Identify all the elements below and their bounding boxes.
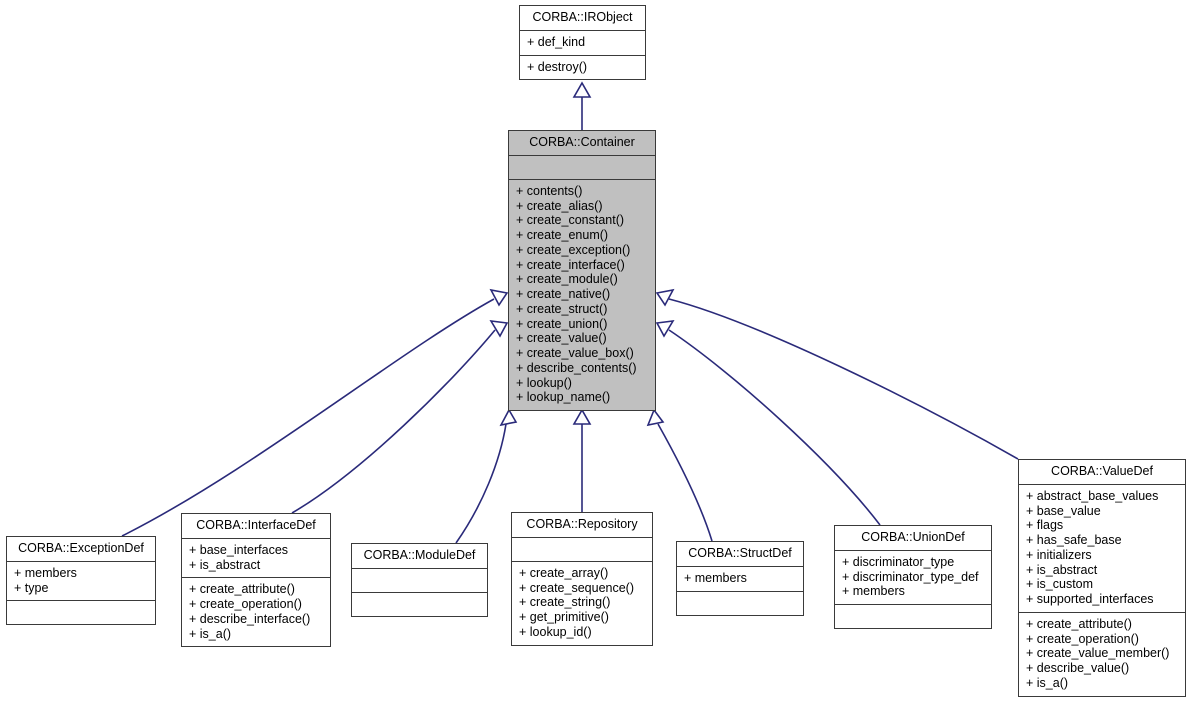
operation-row: + describe_contents() bbox=[516, 360, 637, 375]
operation-row: + create_value_member() bbox=[1026, 646, 1170, 661]
generalization-arrow-irobject bbox=[572, 81, 592, 98]
operation-row: + lookup_id() bbox=[519, 624, 592, 639]
operations-compartment-repository: + create_array() + create_sequence() + c… bbox=[512, 562, 652, 645]
attributes-compartment-moduledef bbox=[352, 569, 487, 593]
operations-compartment-exceptiondef bbox=[7, 601, 155, 624]
operation-row: + create_constant() bbox=[516, 213, 625, 228]
operation-row: + create_attribute() bbox=[189, 582, 295, 597]
generalization-arrow-interfacedef bbox=[489, 320, 509, 338]
generalization-arrow-structdef bbox=[646, 408, 665, 427]
operation-row: + contents() bbox=[516, 183, 583, 198]
attribute-row: + type bbox=[14, 580, 49, 595]
operation-row: + create_struct() bbox=[516, 301, 608, 316]
generalization-arrow-moduledef bbox=[499, 408, 518, 427]
class-box-uniondef[interactable]: CORBA::UnionDef + discriminator_type + d… bbox=[834, 525, 992, 629]
class-title-container: CORBA::Container bbox=[509, 131, 655, 156]
edge-structdef-to-container bbox=[657, 423, 713, 542]
class-box-irobject[interactable]: CORBA::IRObject + def_kind + destroy() bbox=[519, 5, 646, 81]
attributes-compartment-uniondef: + discriminator_type + discriminator_typ… bbox=[835, 551, 991, 605]
operations-compartment-valuedef: + create_attribute() + create_operation(… bbox=[1019, 613, 1185, 696]
operation-row: + lookup_name() bbox=[516, 390, 611, 405]
attributes-compartment-valuedef: + abstract_base_values + base_value + fl… bbox=[1019, 485, 1185, 613]
operation-row: + create_native() bbox=[516, 287, 611, 301]
edge-interfacedef-to-container bbox=[291, 329, 496, 514]
generalization-arrow-uniondef bbox=[655, 320, 675, 338]
attributes-compartment-container bbox=[509, 156, 655, 180]
operation-row: + destroy() bbox=[527, 59, 588, 74]
operation-row: + create_interface() bbox=[516, 257, 625, 272]
class-title-valuedef: CORBA::ValueDef bbox=[1019, 460, 1185, 485]
attribute-row: + base_interfaces bbox=[189, 542, 289, 557]
attribute-row: + supported_interfaces bbox=[1026, 592, 1154, 606]
class-box-structdef[interactable]: CORBA::StructDef + members bbox=[676, 541, 804, 616]
operation-row: + create_attribute() bbox=[1026, 616, 1132, 631]
operation-row: + is_a() bbox=[189, 626, 232, 641]
class-box-valuedef[interactable]: CORBA::ValueDef + abstract_base_values +… bbox=[1018, 459, 1186, 697]
attribute-row: + is_abstract bbox=[189, 557, 261, 572]
generalization-arrow-exceptiondef bbox=[489, 288, 509, 307]
attribute-row: + flags bbox=[1026, 518, 1064, 533]
attribute-row: + has_safe_base bbox=[1026, 533, 1122, 547]
edge-moduledef-to-container bbox=[455, 423, 507, 544]
attribute-row: + members bbox=[684, 570, 747, 585]
attribute-row: + is_abstract bbox=[1026, 562, 1098, 577]
operation-row: + describe_interface() bbox=[189, 611, 311, 626]
class-title-irobject: CORBA::IRObject bbox=[520, 6, 645, 31]
attribute-row: + discriminator_type bbox=[842, 554, 955, 569]
operations-compartment-uniondef bbox=[835, 605, 991, 628]
operation-row: + describe_value() bbox=[1026, 661, 1130, 675]
attributes-compartment-structdef: + members bbox=[677, 567, 803, 592]
operation-row: + create_union() bbox=[516, 316, 608, 331]
operation-row: + create_string() bbox=[519, 595, 611, 610]
operations-compartment-irobject: + destroy() bbox=[520, 56, 645, 80]
attributes-compartment-irobject: + def_kind bbox=[520, 31, 645, 56]
class-title-interfacedef: CORBA::InterfaceDef bbox=[182, 514, 330, 539]
operation-row: + create_enum() bbox=[516, 228, 609, 242]
class-title-exceptiondef: CORBA::ExceptionDef bbox=[7, 537, 155, 562]
operation-row: + is_a() bbox=[1026, 675, 1069, 690]
attribute-row: + members bbox=[14, 565, 77, 580]
operation-row: + create_alias() bbox=[516, 198, 603, 213]
operation-row: + create_value() bbox=[516, 331, 607, 346]
edge-uniondef-to-container bbox=[668, 329, 881, 526]
class-box-interfacedef[interactable]: CORBA::InterfaceDef + base_interfaces + … bbox=[181, 513, 331, 648]
class-title-moduledef: CORBA::ModuleDef bbox=[352, 544, 487, 569]
operations-compartment-structdef bbox=[677, 592, 803, 615]
edge-exceptiondef-to-container bbox=[121, 298, 495, 537]
operation-row: + create_array() bbox=[519, 565, 609, 580]
attribute-row: + def_kind bbox=[527, 34, 586, 49]
class-title-structdef: CORBA::StructDef bbox=[677, 542, 803, 567]
operations-compartment-container: + contents() + create_alias() + create_c… bbox=[509, 180, 655, 410]
operation-row: + create_value_box() bbox=[516, 346, 634, 360]
operation-row: + create_sequence() bbox=[519, 580, 635, 595]
operation-row: + create_operation() bbox=[189, 597, 302, 611]
class-box-repository[interactable]: CORBA::Repository + create_array() + cre… bbox=[511, 512, 653, 646]
generalization-arrow-valuedef bbox=[655, 288, 675, 307]
operations-compartment-interfacedef: + create_attribute() + create_operation(… bbox=[182, 578, 330, 646]
attribute-row: + initializers bbox=[1026, 547, 1092, 562]
operation-row: + create_exception() bbox=[516, 242, 631, 257]
operation-row: + get_primitive() bbox=[519, 610, 609, 624]
attribute-row: + discriminator_type_def bbox=[842, 569, 979, 584]
generalization-arrow-repository bbox=[572, 408, 592, 425]
operation-row: + create_operation() bbox=[1026, 631, 1139, 646]
class-box-exceptiondef[interactable]: CORBA::ExceptionDef + members + type bbox=[6, 536, 156, 626]
attributes-compartment-interfacedef: + base_interfaces + is_abstract bbox=[182, 539, 330, 579]
attribute-row: + abstract_base_values bbox=[1026, 488, 1159, 503]
attribute-row: + is_custom bbox=[1026, 577, 1094, 592]
class-box-container[interactable]: CORBA::Container + contents() + create_a… bbox=[508, 130, 656, 411]
attributes-compartment-repository bbox=[512, 538, 652, 562]
attribute-row: + members bbox=[842, 584, 905, 599]
class-box-moduledef[interactable]: CORBA::ModuleDef bbox=[351, 543, 488, 617]
attributes-compartment-exceptiondef: + members + type bbox=[7, 562, 155, 602]
operation-row: + create_module() bbox=[516, 272, 618, 287]
operation-row: + lookup() bbox=[516, 375, 572, 390]
class-title-uniondef: CORBA::UnionDef bbox=[835, 526, 991, 551]
operations-compartment-moduledef bbox=[352, 593, 487, 616]
class-title-repository: CORBA::Repository bbox=[512, 513, 652, 538]
edge-valuedef-to-container bbox=[668, 298, 1019, 460]
attribute-row: + base_value bbox=[1026, 503, 1101, 518]
